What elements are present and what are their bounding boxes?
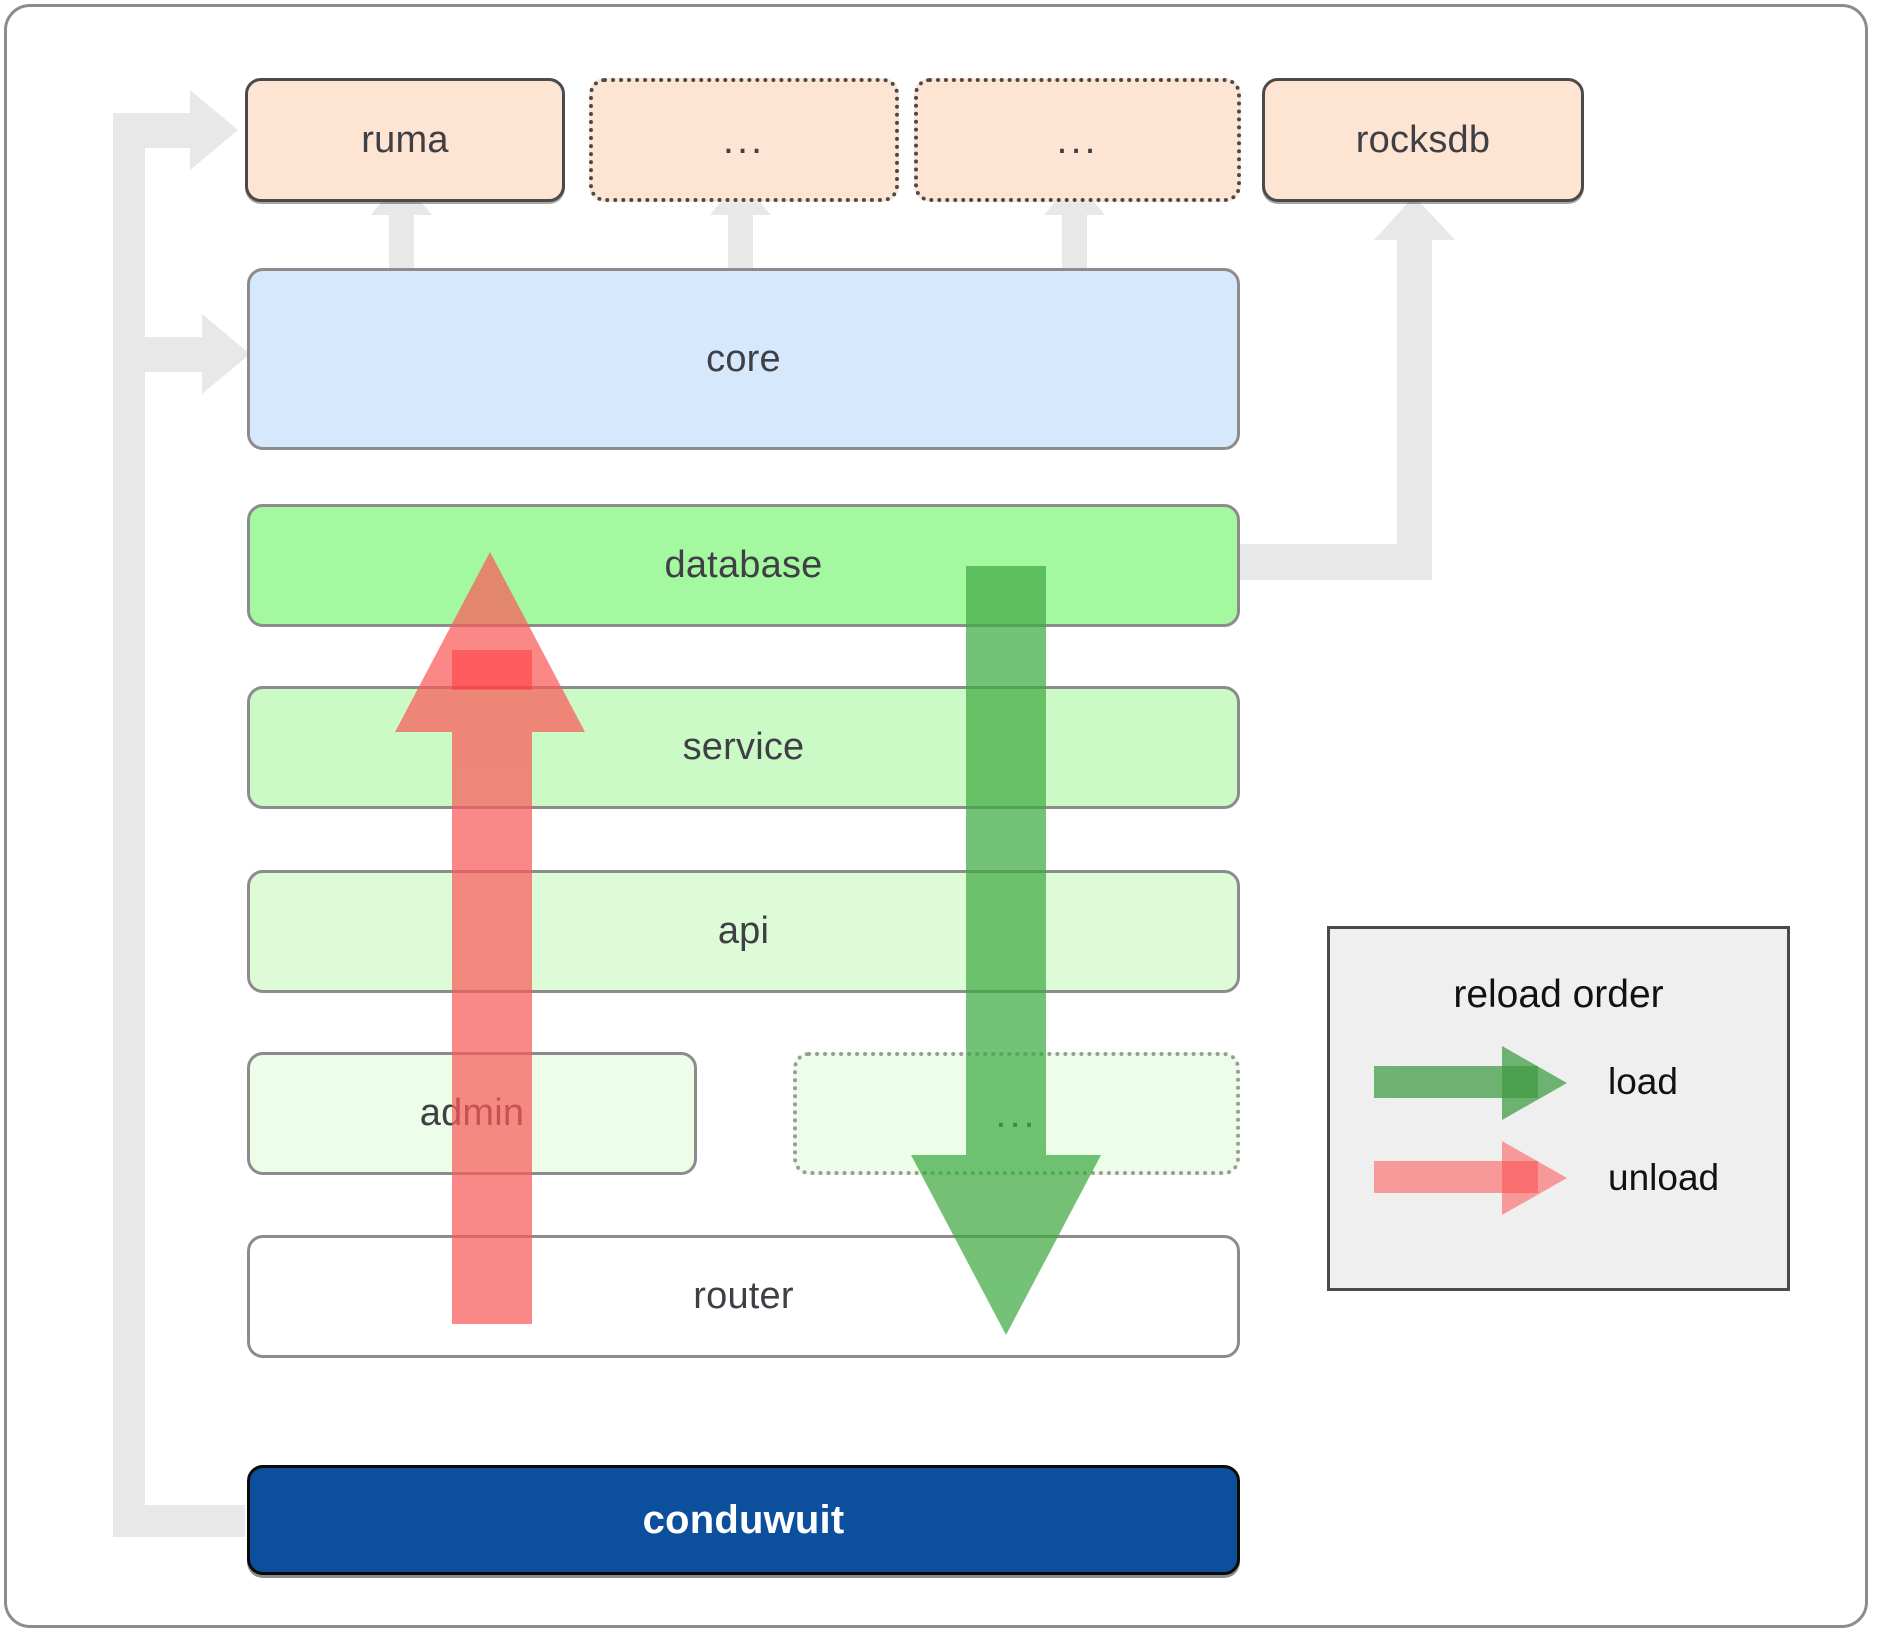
- dependency-box-dots2[interactable]: ...: [914, 78, 1241, 202]
- root-box-conduwuit[interactable]: conduwuit: [247, 1465, 1240, 1575]
- dependency-label-dots2: ...: [1056, 118, 1099, 162]
- layer-label-router: router: [693, 1275, 794, 1317]
- layer-label-core: core: [706, 337, 781, 380]
- layer-box-api[interactable]: api: [247, 870, 1240, 993]
- layer-box-moredots[interactable]: ...: [793, 1052, 1240, 1175]
- dependency-label-dots1: ...: [722, 118, 766, 162]
- root-label-conduwuit: conduwuit: [642, 1497, 845, 1542]
- legend-load-arrow: [1374, 1046, 1567, 1120]
- layer-label-admin: admin: [419, 1092, 525, 1134]
- legend-arrows: [1374, 1046, 1567, 1215]
- dependency-label-rocksdb: rocksdb: [1355, 118, 1491, 161]
- layer-label-moredots: ...: [995, 1091, 1038, 1136]
- layer-label-api: api: [717, 910, 770, 952]
- layer-label-service: service: [682, 726, 805, 768]
- dependency-box-dots1[interactable]: ...: [589, 78, 899, 202]
- layer-box-router[interactable]: router: [247, 1235, 1240, 1358]
- layer-box-core[interactable]: core: [247, 268, 1240, 450]
- diagram-frame: [4, 4, 1868, 1628]
- layer-box-service[interactable]: service: [247, 686, 1240, 809]
- legend-title: reload order: [1453, 973, 1664, 1016]
- legend-label-unload: unload: [1608, 1157, 1720, 1198]
- layer-box-database[interactable]: database: [247, 504, 1240, 627]
- legend-unload-arrow: [1374, 1141, 1567, 1215]
- dependency-box-ruma[interactable]: ruma: [245, 78, 565, 202]
- legend-panel: reload order load unload: [1327, 926, 1790, 1291]
- legend-label-load: load: [1608, 1061, 1678, 1102]
- dependency-label-ruma: ruma: [361, 118, 449, 161]
- layer-label-database: database: [664, 544, 823, 586]
- layer-box-admin[interactable]: admin: [247, 1052, 697, 1175]
- dependency-box-rocksdb[interactable]: rocksdb: [1262, 78, 1584, 202]
